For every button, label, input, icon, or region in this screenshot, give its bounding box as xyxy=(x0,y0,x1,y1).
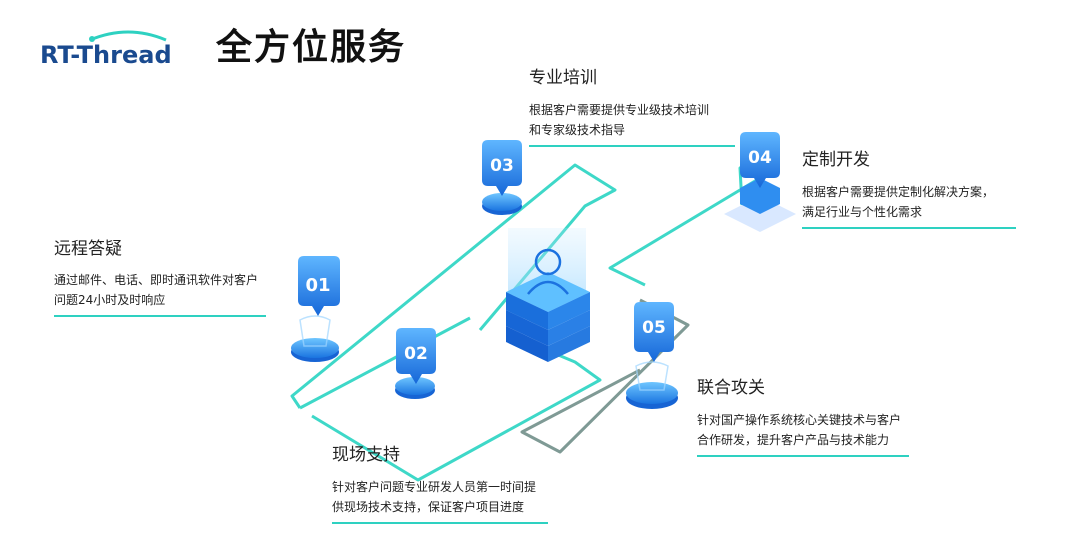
service-title-04: 定制开发 xyxy=(802,150,870,170)
service-underline-04 xyxy=(802,227,1016,229)
service-desc-01-line1: 通过邮件、电话、即时通讯软件对客户 xyxy=(54,273,259,287)
service-desc-05-line2: 合作研发，提升客户产品与技术能力 xyxy=(697,433,890,447)
pin-number-03: 03 xyxy=(490,156,514,176)
pin-number-02: 02 xyxy=(404,344,428,364)
path-teal-right xyxy=(608,166,762,287)
service-underline-05 xyxy=(697,455,909,457)
pin-01 xyxy=(291,256,340,362)
pin-05 xyxy=(626,302,678,409)
pin-number-01: 01 xyxy=(305,275,330,296)
path-teal-lower xyxy=(311,342,602,482)
pin-03 xyxy=(482,140,522,215)
logo-arc-icon: RT-Thread xyxy=(40,30,172,69)
pin-02 xyxy=(395,328,436,399)
pin-04 xyxy=(724,132,796,232)
service-desc-04-line1: 根据客户需要提供定制化解决方案， xyxy=(802,185,995,199)
service-desc-05-line1: 针对国产操作系统核心关键技术与客户 xyxy=(697,413,902,427)
logo-text: RT-Thread xyxy=(40,41,172,69)
service-title-03: 专业培训 xyxy=(529,68,597,88)
service-desc-02-line2: 供现场技术支持，保证客户项目进度 xyxy=(332,500,525,514)
service-title-05: 联合攻关 xyxy=(697,378,765,398)
service-desc-01-line2: 问题24小时及时响应 xyxy=(54,293,166,307)
service-underline-03 xyxy=(529,145,735,147)
service-desc-02-line1: 针对客户问题专业研发人员第一时间提 xyxy=(332,480,537,494)
service-underline-01 xyxy=(54,315,266,317)
service-underline-02 xyxy=(332,522,548,524)
service-desc-04-line2: 满足行业与个性化需求 xyxy=(802,205,923,219)
page-title: 全方位服务 xyxy=(216,27,407,68)
pin-number-05: 05 xyxy=(642,318,666,338)
service-desc-03-line2: 和专家级技术指导 xyxy=(529,123,626,137)
service-desc-03-line1: 根据客户需要提供专业级技术培训 xyxy=(529,103,710,117)
rt-thread-logo: RT-Thread xyxy=(38,26,198,70)
pin-number-04: 04 xyxy=(748,148,772,168)
service-title-01: 远程答疑 xyxy=(54,239,122,259)
path-teal xyxy=(290,163,617,410)
service-title-02: 现场支持 xyxy=(332,445,400,465)
server-icon xyxy=(506,228,590,362)
